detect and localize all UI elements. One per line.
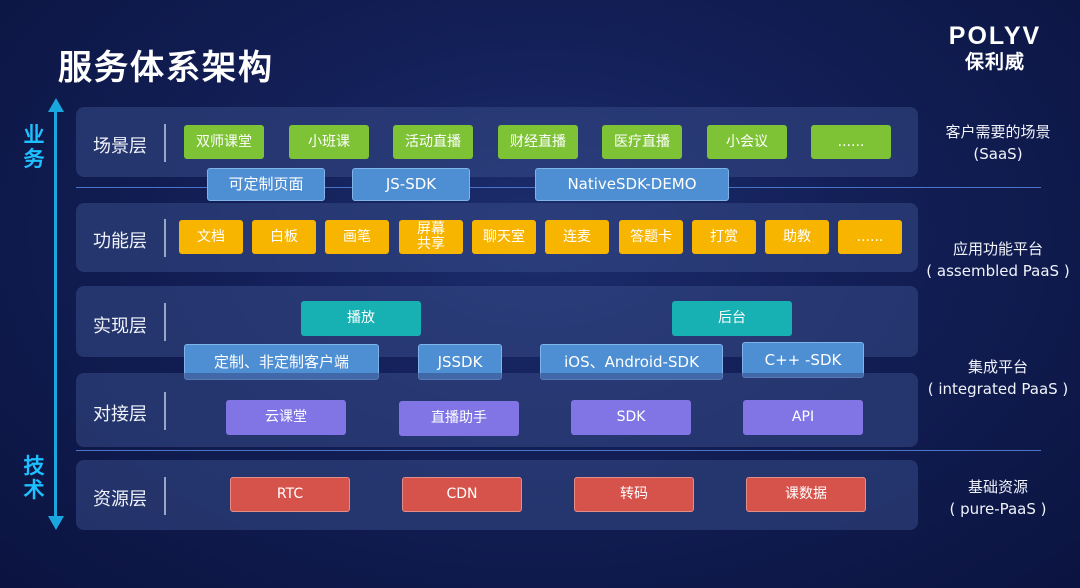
axis-line	[54, 108, 57, 520]
polyv-logo: POLYV 保利威	[935, 22, 1055, 74]
impl-overlay-item: C++ -SDK	[742, 342, 864, 378]
arrow-up-icon	[48, 98, 64, 112]
dock-item: API	[743, 400, 863, 435]
layer-name: 实现层	[93, 316, 147, 337]
desc-title: 基础资源	[967, 478, 1028, 496]
scene-overlay-item: NativeSDK-DEMO	[535, 168, 729, 201]
scene-item: ......	[811, 125, 891, 159]
scene-item: 医疗直播	[602, 125, 682, 159]
impl-item: 后台	[672, 301, 792, 336]
scene-item: 小会议	[707, 125, 787, 159]
layer-name: 功能层	[93, 231, 147, 252]
resource-item: 转码	[574, 477, 694, 512]
resource-item: CDN	[402, 477, 522, 512]
desc-pure: 基础资源 ( pure-PaaS )	[918, 476, 1078, 520]
desc-integrated: 集成平台 ( integrated PaaS )	[918, 356, 1078, 400]
function-item: 白板	[252, 220, 316, 254]
desc-saas: 客户需要的场景 (SaaS)	[918, 121, 1078, 165]
desc-assembled: 应用功能平台 ( assembled PaaS )	[918, 238, 1078, 282]
scene-item: 小班课	[289, 125, 369, 159]
dock-item: 云课堂	[226, 400, 346, 435]
scene-overlay-item: 可定制页面	[207, 168, 325, 201]
resource-item: 课数据	[746, 477, 866, 512]
function-item: ......	[838, 220, 902, 254]
impl-item: 播放	[301, 301, 421, 336]
desc-subtitle: (SaaS)	[973, 145, 1023, 163]
function-item: 答题卡	[619, 220, 683, 254]
desc-subtitle: ( integrated PaaS )	[927, 380, 1069, 398]
axis-label-business: 业务	[23, 123, 45, 171]
scene-item: 财经直播	[498, 125, 578, 159]
function-item: 聊天室	[472, 220, 536, 254]
scene-overlay-item: JS-SDK	[352, 168, 470, 201]
layer-name: 资源层	[93, 489, 147, 510]
layer-name: 场景层	[93, 136, 147, 157]
function-item: 打赏	[692, 220, 756, 254]
dock-item: SDK	[571, 400, 691, 435]
function-item: 助教	[765, 220, 829, 254]
desc-subtitle: ( pure-PaaS )	[949, 500, 1047, 518]
layer-divider	[164, 477, 166, 515]
scene-item: 活动直播	[393, 125, 473, 159]
layer-divider	[164, 219, 166, 257]
desc-subtitle: ( assembled PaaS )	[926, 262, 1070, 280]
function-item: 连麦	[545, 220, 609, 254]
layer-divider	[164, 303, 166, 341]
page-title: 服务体系架构	[58, 48, 274, 88]
arrow-down-icon	[48, 516, 64, 530]
desc-title: 集成平台	[967, 358, 1028, 376]
divider-line	[76, 450, 1041, 451]
layer-name: 对接层	[93, 404, 147, 425]
dock-item: 直播助手	[399, 401, 519, 436]
logo-en: POLYV	[948, 22, 1042, 50]
scene-item: 双师课堂	[184, 125, 264, 159]
function-item: 文档	[179, 220, 243, 254]
logo-cn: 保利威	[964, 51, 1025, 73]
layer-divider	[164, 392, 166, 430]
desc-title: 应用功能平台	[952, 240, 1043, 258]
desc-title: 客户需要的场景	[945, 123, 1051, 141]
layer-divider	[164, 124, 166, 162]
function-item: 画笔	[325, 220, 389, 254]
function-item: 屏幕共享	[399, 220, 463, 254]
resource-item: RTC	[230, 477, 350, 512]
axis-label-tech: 技术	[23, 454, 45, 502]
